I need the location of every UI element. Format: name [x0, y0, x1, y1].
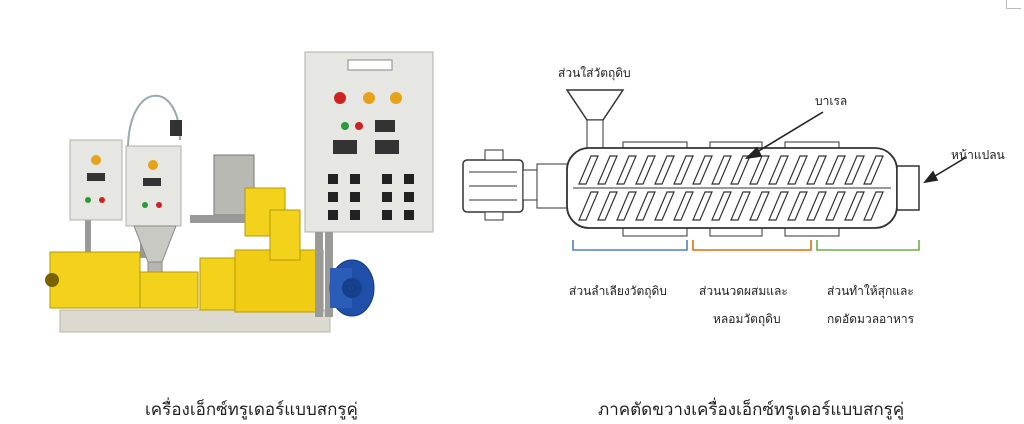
photo-barrel-left	[49, 251, 141, 309]
screw-flight	[844, 191, 865, 221]
gearbox-drawing	[536, 163, 568, 209]
bracket-cook	[816, 240, 920, 251]
label-cook-line2: กดอัดมวลอาหาร	[827, 312, 915, 326]
extruder-photo	[30, 40, 450, 340]
screw-lower	[578, 191, 884, 221]
screw-flight	[673, 191, 694, 221]
corner-mark	[1006, 0, 1021, 9]
screw-flight	[597, 191, 618, 221]
screw-flight	[654, 191, 675, 221]
screw-flight	[635, 155, 656, 185]
label-barrel: บาเรล	[815, 94, 848, 108]
label-die: หน้าแปลน	[951, 148, 1005, 162]
screw-flight	[578, 155, 599, 185]
die-drawing	[896, 165, 920, 211]
bracket-mix	[692, 240, 812, 251]
screw-flight	[787, 155, 808, 185]
screw-flight	[578, 191, 599, 221]
caption-diagram: ภาคตัดขวางเครื่องเอ็กซ์ทรูเดอร์แบบสกรูคู…	[598, 400, 905, 420]
hopper-drawing	[565, 89, 625, 121]
label-mix-line2: หลอมวัตถุดิบ	[713, 312, 781, 326]
caption-photo: เครื่องเอ็กซ์ทรูเดอร์แบบสกรูคู่	[145, 400, 358, 420]
screw-upper	[578, 155, 884, 185]
label-mix-line1: ส่วนนวดผสมและ	[699, 284, 788, 298]
screw-flight	[787, 191, 808, 221]
screw-flight	[825, 155, 846, 185]
extruder-cross-section: ส่วนใส่วัตถุดิบ บาเรล หน้าแปลน ส่วนลำเลี…	[455, 40, 1015, 350]
screw-flight	[768, 155, 789, 185]
main-control-cabinet	[304, 51, 434, 233]
screw-flight	[673, 155, 694, 185]
screw-flight	[616, 191, 637, 221]
screw-flight	[806, 155, 827, 185]
screw-flight	[692, 191, 713, 221]
machine-base	[59, 309, 331, 333]
screw-flight	[806, 191, 827, 221]
label-hopper: ส่วนใส่วัตถุดิบ	[558, 66, 631, 80]
screw-flight	[825, 191, 846, 221]
screw-flight	[711, 191, 732, 221]
screw-flight	[616, 155, 637, 185]
label-cook-line1: ส่วนทำให้สุกและ	[827, 284, 914, 298]
screw-flight	[692, 155, 713, 185]
bracket-feed	[572, 240, 688, 251]
barrel-arrow	[746, 111, 824, 159]
label-feed-section: ส่วนลำเลียงวัตถุดิบ	[569, 284, 667, 298]
screw-flight	[863, 191, 884, 221]
screw-flight	[844, 155, 865, 185]
screw-flight	[749, 155, 770, 185]
screw-flight	[749, 191, 770, 221]
screw-flight	[635, 191, 656, 221]
screw-flight	[730, 191, 751, 221]
screw-flight	[597, 155, 618, 185]
screw-flight	[711, 155, 732, 185]
cross-section-drawing	[462, 89, 966, 251]
extruder-illustration	[45, 51, 434, 333]
screw-flight	[863, 155, 884, 185]
screw-flight	[654, 155, 675, 185]
screw-flight	[768, 191, 789, 221]
